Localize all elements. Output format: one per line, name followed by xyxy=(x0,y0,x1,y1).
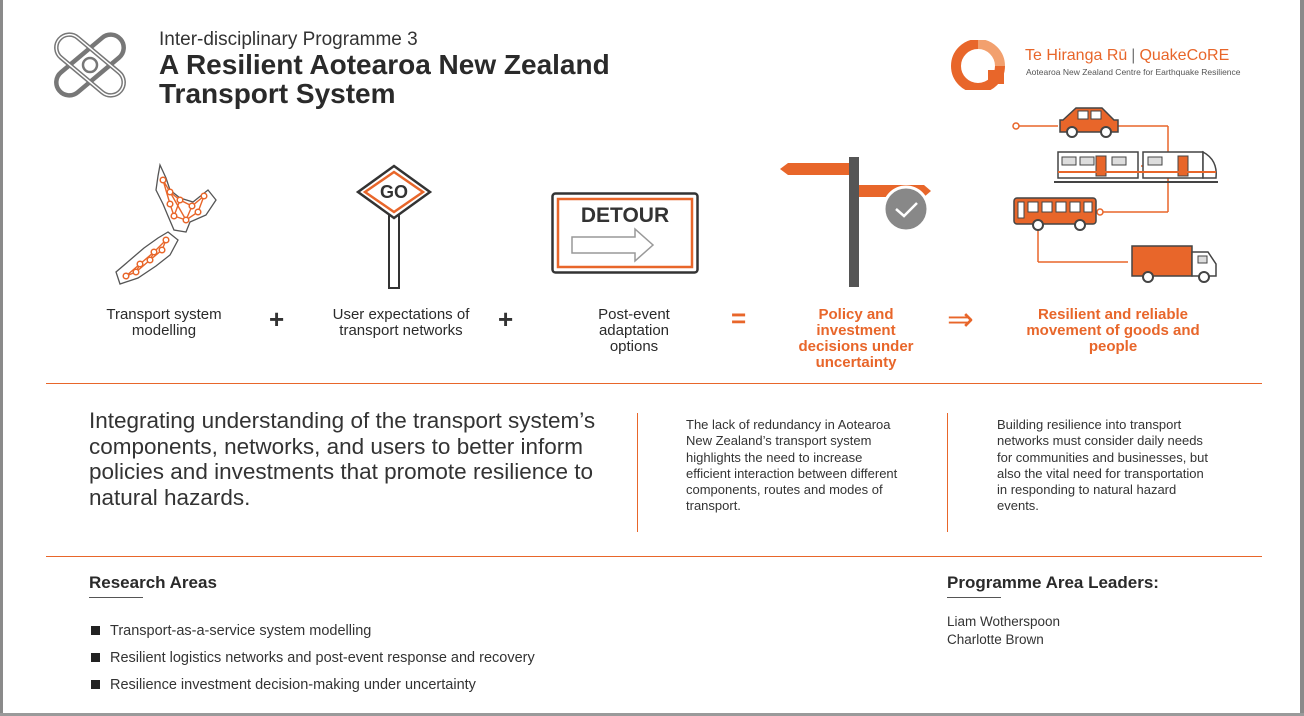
equals-operator: = xyxy=(731,303,747,333)
detour-sign-icon xyxy=(551,192,699,274)
go-sign-text: GO xyxy=(379,182,408,202)
detour-sign-text: DETOUR xyxy=(580,204,670,227)
research-areas-heading: Research Areas xyxy=(89,573,217,592)
divider-top xyxy=(46,383,1262,384)
go-sign-icon xyxy=(355,164,433,289)
train-icon xyxy=(1054,150,1218,183)
plus-operator-1: + xyxy=(269,304,285,334)
intro-paragraph-1: The lack of redundancy in Aotearoa New Z… xyxy=(686,417,898,514)
list-item: Transport-as-a-service system modelling xyxy=(91,617,535,644)
bullet-square-icon xyxy=(91,680,100,689)
leaders-underline xyxy=(947,597,1001,598)
step-label-user-expectations: User expectations of transport networks xyxy=(332,306,470,339)
research-areas-underline xyxy=(89,597,143,598)
divider-vertical-1 xyxy=(637,413,638,532)
logo-separator: | xyxy=(1131,47,1136,64)
list-item: Resilient logistics networks and post-ev… xyxy=(91,644,535,671)
divider-bottom xyxy=(46,556,1262,557)
step-label-adaptation: Post-event adaptation options xyxy=(598,306,670,355)
list-item: Resilience investment decision-making un… xyxy=(91,671,535,698)
research-item-3: Resilience investment decision-making un… xyxy=(110,676,476,693)
leaders-heading: Programme Area Leaders: xyxy=(947,573,1159,592)
divider-vertical-2 xyxy=(947,413,948,532)
logo-tagline: Aotearoa New Zealand Centre for Earthqua… xyxy=(1026,67,1241,77)
logo-name-part1: Te Hiranga Rū xyxy=(1025,47,1128,64)
title-line-2: Transport System xyxy=(159,78,396,109)
programme-subtitle: Inter-disciplinary Programme 3 xyxy=(159,29,418,50)
signpost-icon xyxy=(780,157,931,287)
intro-lead: Integrating understanding of the transpo… xyxy=(89,408,596,510)
leader-name-2: Charlotte Brown xyxy=(947,632,1044,647)
step-label-outcome: Resilient and reliable movement of goods… xyxy=(1026,306,1200,355)
car-icon xyxy=(1059,107,1119,138)
leader-name-1: Liam Wotherspoon xyxy=(947,614,1061,629)
step-label-modelling: Transport system modelling xyxy=(106,306,222,339)
page-title: A Resilient Aotearoa New Zealand Transpo… xyxy=(159,50,719,108)
intro-paragraph-2: Building resilience into transport netwo… xyxy=(997,417,1208,514)
research-areas-list: Transport-as-a-service system modelling … xyxy=(91,617,535,698)
research-item-1: Transport-as-a-service system modelling xyxy=(110,622,372,639)
plus-operator-2: + xyxy=(498,304,514,334)
logo-name: Te Hiranga Rū|QuakeCoRE xyxy=(1025,47,1229,65)
research-item-2: Resilient logistics networks and post-ev… xyxy=(110,649,535,666)
bullet-square-icon xyxy=(91,626,100,635)
logo-name-part2: QuakeCoRE xyxy=(1139,47,1230,64)
quakecore-logo-icon xyxy=(951,40,1005,90)
bus-icon xyxy=(1013,197,1097,231)
title-line-1: A Resilient Aotearoa New Zealand xyxy=(159,49,610,80)
implies-arrow: ⇒ xyxy=(947,301,974,337)
bullet-square-icon xyxy=(91,653,100,662)
vehicles-group-icon xyxy=(1012,107,1218,283)
truck-icon xyxy=(1131,245,1217,283)
nz-map-network-icon xyxy=(115,162,217,285)
chain-link-icon xyxy=(54,32,126,98)
step-label-policy: Policy and investment decisions under un… xyxy=(798,306,914,371)
